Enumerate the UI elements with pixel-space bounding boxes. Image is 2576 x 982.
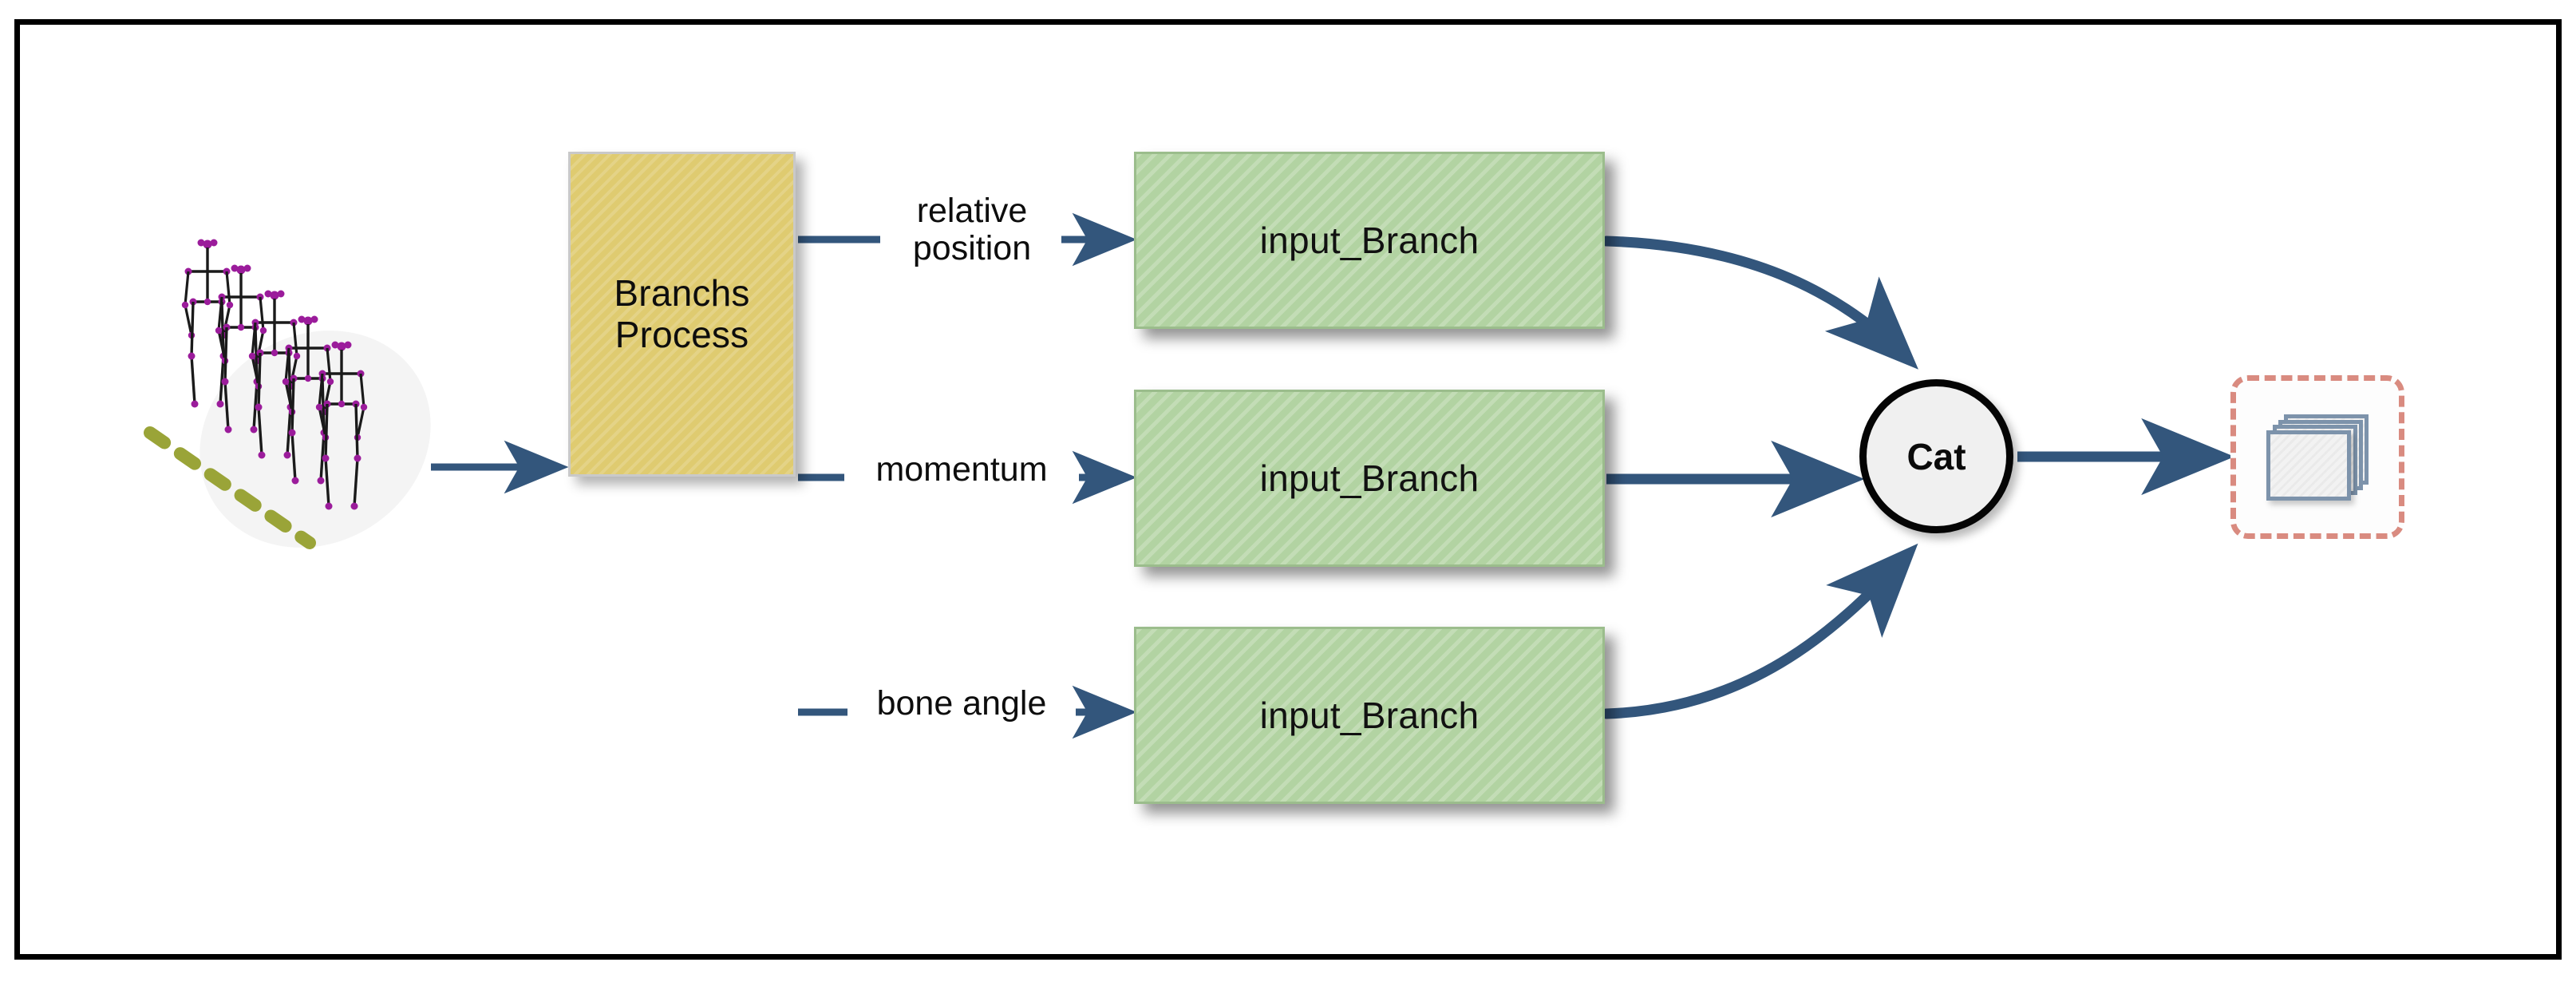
edge-label-bone-angle: bone angle [876,684,1047,723]
edge-label-relative-position: relative position [912,192,1032,268]
branchs-process-label: Branchs Process [614,271,750,355]
input-branch-label-2: input_Branch [1259,457,1480,499]
input-branch-node-3[interactable]: input_Branch [1134,627,1605,804]
skeleton-sequence-icon [144,224,479,583]
concat-node-label: Cat [1906,435,1966,477]
output-node[interactable] [2230,375,2404,539]
ground-line [144,426,316,549]
input-branch-node-1[interactable]: input_Branch [1134,152,1605,329]
stacked-layers-icon [2266,414,2369,501]
branchs-process-node[interactable]: Branchs Process [568,152,796,477]
edge-label-momentum: momentum [875,450,1048,489]
input-branch-label-3: input_Branch [1259,695,1480,736]
input-branch-label-1: input_Branch [1259,220,1480,261]
stack-sheet-front [2266,430,2351,501]
concat-node[interactable]: Cat [1859,379,2013,533]
input-branch-node-2[interactable]: input_Branch [1134,390,1605,567]
